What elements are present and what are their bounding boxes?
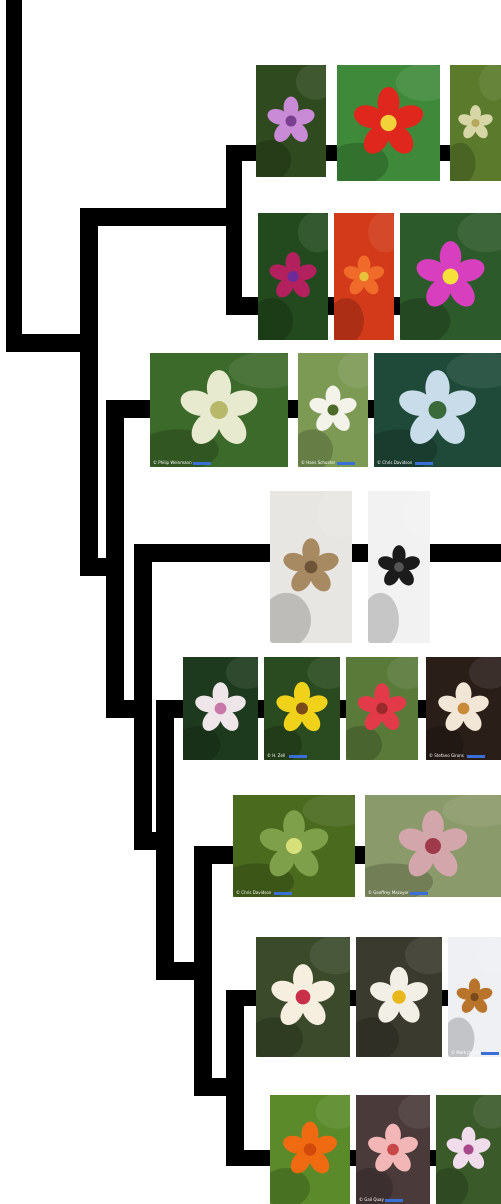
connector [418,700,426,718]
branch-node-a-top [80,208,242,226]
flower-illustration [436,1095,501,1204]
flower-illustration [346,657,418,760]
photo-credit-link[interactable] [274,892,292,895]
flower-illustration [356,937,442,1057]
branch-node-d-stem [156,700,174,978]
flower-illustration [448,937,501,1057]
photo-credit-link[interactable] [385,1199,403,1202]
branch-node-f-link [194,1078,230,1096]
specimen-photo [334,213,394,340]
branch-node-a-stem [80,208,98,576]
specimen-photo: © H. Zell [264,657,340,760]
specimen-photo: © Geoffrey Mazoyer [365,795,501,897]
flower-illustration [374,353,501,467]
branch-rows-1-2-stem [226,145,242,315]
photo-credit-link[interactable] [289,755,307,758]
flower-illustration [426,657,501,760]
connector [352,544,368,562]
flower-illustration [270,1095,350,1204]
flower-illustration [298,353,368,467]
specimen-photo [400,213,501,340]
flower-illustration [400,213,501,340]
branch-node-f-stem [226,990,244,1166]
root-branch [6,0,22,344]
photo-credit: © Mark Jacobs [451,1051,480,1055]
specimen-photo: © Chris Davidson [233,795,355,897]
photo-credit-link[interactable] [193,462,211,465]
specimen-photo [436,1095,501,1204]
specimen-photo [270,1095,350,1204]
flower-illustration [356,1095,430,1204]
specimen-photo: © Chris Davidson [374,353,501,467]
connector [355,846,365,864]
photo-credit: © Stefano Girons [429,754,464,758]
specimen-photo: © Gail Quay [356,1095,430,1204]
flower-illustration [365,795,501,897]
branch-row-2 [226,297,260,315]
photo-credit-link[interactable] [337,462,355,465]
flower-illustration [150,353,288,467]
branch-row-6 [194,846,234,864]
specimen-photo: © Philip Weinmann [150,353,288,467]
flower-illustration [270,491,352,643]
branch-node-b-stem [106,400,124,718]
branch-row-7 [226,990,258,1006]
photo-credit-link[interactable] [410,892,428,895]
photo-credit: © Chris Davidson [377,461,412,465]
photo-credit: © Chris Davidson [236,891,271,895]
specimen-photo [256,937,350,1057]
branch-row-5 [156,700,184,718]
branch-row-8 [226,1150,272,1166]
specimen-photo [183,657,258,760]
specimen-photo [346,657,418,760]
branch-row-4-tail [430,544,501,562]
flower-illustration [258,213,328,340]
specimen-photo [356,937,442,1057]
connector [440,145,450,161]
branch-row-1 [226,145,258,161]
flower-illustration [256,937,350,1057]
specimen-photo: © Mark Jacobs [448,937,501,1057]
flower-illustration [368,491,430,643]
photo-credit: © Geoffrey Mazoyer [368,891,409,895]
flower-illustration [233,795,355,897]
branch-node-c-stem [134,544,152,850]
branch-row-4 [134,544,270,562]
photo-credit: © H. Zell [267,754,285,758]
flower-illustration [264,657,340,760]
branch-root-link [6,334,90,352]
photo-credit: © Gail Quay [359,1198,384,1202]
specimen-photo [258,213,328,340]
photo-credit: © Hans Schuster [301,461,335,465]
specimen-photo: © Stefano Girons [426,657,501,760]
connector [288,400,298,418]
specimen-photo [450,65,501,181]
photo-credit: © Philip Weinmann [153,461,192,465]
branch-node-e-link [156,962,196,980]
specimen-photo [270,491,352,643]
flower-illustration [256,65,326,177]
specimen-photo [368,491,430,643]
photo-credit-link[interactable] [415,462,433,465]
branch-row-3 [106,400,152,418]
photo-credit-link[interactable] [481,1052,499,1055]
flower-illustration [334,213,394,340]
flower-illustration [450,65,501,181]
branch-node-e-stem [194,846,212,1094]
specimen-photo [337,65,440,181]
specimen-photo: © Hans Schuster [298,353,368,467]
flower-illustration [337,65,440,181]
photo-credit-link[interactable] [467,755,485,758]
specimen-photo [256,65,326,177]
flower-illustration [183,657,258,760]
